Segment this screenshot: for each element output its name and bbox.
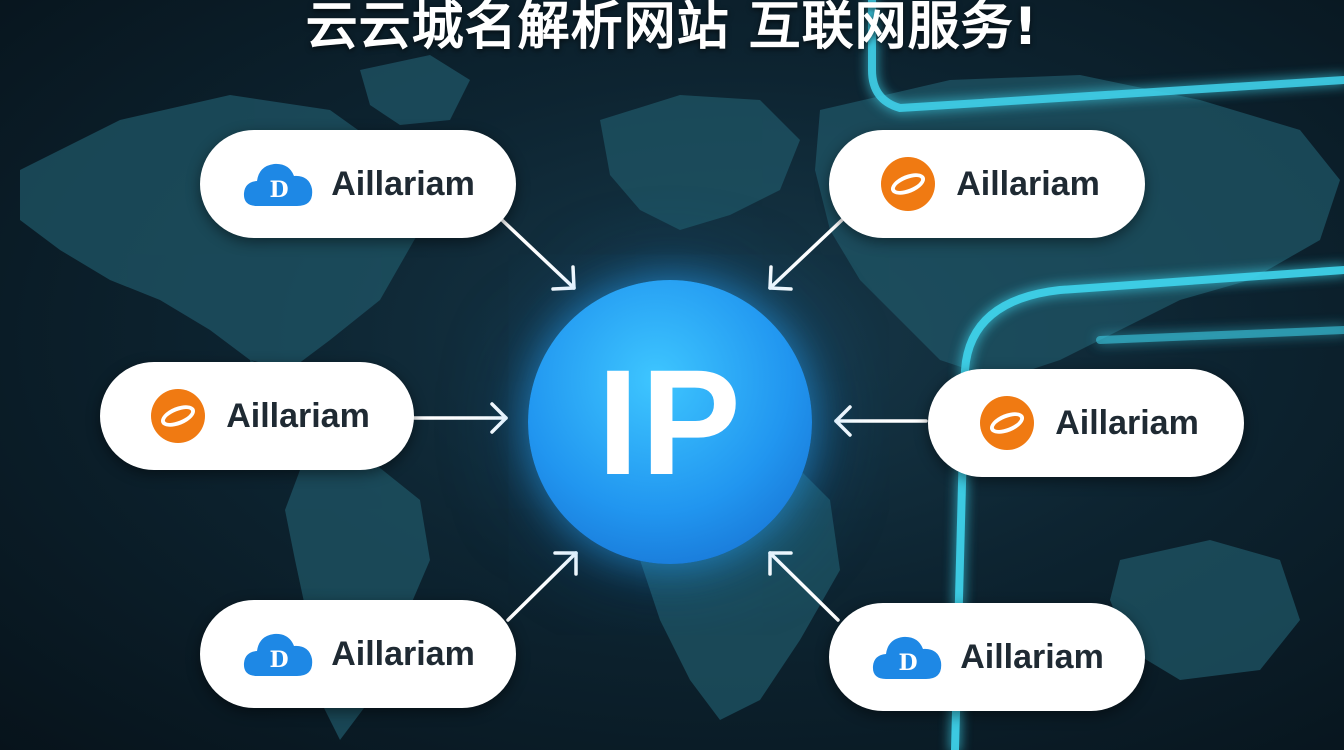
page-title: 云云城名解析网站 互联网服务!	[305, 0, 1039, 57]
arrow-middle-right	[834, 405, 928, 437]
arrow-top-left	[500, 218, 576, 291]
cloud-d-icon: D	[873, 636, 942, 679]
provider-node-top-left: D Aillariam	[200, 130, 516, 238]
svg-text:D: D	[270, 177, 289, 203]
arrow-top-right	[768, 218, 844, 291]
provider-node-middle-right: Aillariam	[928, 369, 1244, 477]
provider-label: Aillariam	[226, 396, 370, 435]
provider-label: Aillariam	[1055, 403, 1199, 442]
arrow-middle-left	[410, 402, 508, 434]
ip-hub-label: IP	[597, 338, 743, 506]
glow-lines	[868, 0, 1344, 750]
ip-hub-node: IP	[528, 280, 812, 564]
cloud-d-icon: D	[244, 633, 313, 676]
provider-node-bottom-right: D Aillariam	[829, 603, 1145, 711]
svg-text:D: D	[899, 650, 918, 676]
provider-node-middle-left: Aillariam	[100, 362, 414, 470]
provider-node-top-right: Aillariam	[829, 130, 1145, 238]
orange-ring-icon	[151, 389, 206, 443]
provider-label: Aillariam	[960, 637, 1104, 676]
provider-label: Aillariam	[956, 164, 1100, 203]
provider-label: Aillariam	[331, 164, 475, 203]
cloud-d-icon: D	[244, 163, 313, 206]
provider-node-bottom-left: D Aillariam	[200, 600, 516, 708]
orange-ring-icon	[881, 157, 936, 211]
orange-ring-icon	[980, 396, 1035, 450]
provider-label: Aillariam	[331, 634, 475, 673]
arrow-bottom-right	[768, 551, 840, 622]
arrow-bottom-left	[506, 551, 578, 622]
svg-text:D: D	[270, 647, 289, 673]
